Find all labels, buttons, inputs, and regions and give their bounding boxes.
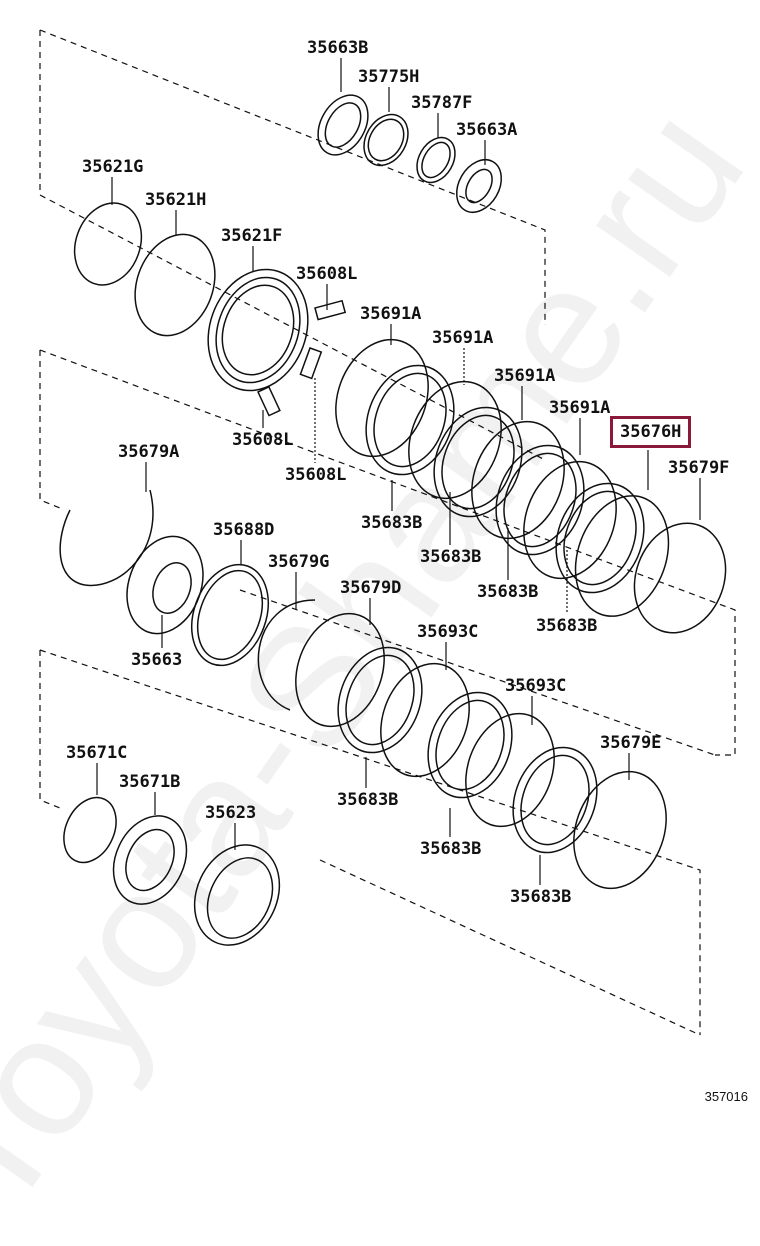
part-label[interactable]: 35683B (536, 616, 598, 636)
part-label[interactable]: 35671C (66, 743, 128, 763)
part-label[interactable]: 35683B (420, 839, 482, 859)
part-label[interactable]: 35623 (205, 803, 257, 823)
group-boundary-middle (39, 350, 61, 509)
part-label[interactable]: 35691A (549, 398, 611, 418)
part-label[interactable]: 35663A (456, 120, 518, 140)
part-label[interactable]: 35679D (340, 578, 402, 598)
part-label[interactable]: 35693C (505, 676, 567, 696)
part-label[interactable]: 35608L (232, 430, 294, 450)
part-label[interactable]: 35683B (510, 887, 572, 907)
part-label[interactable]: 35679F (668, 458, 730, 478)
part-label[interactable]: 35693C (417, 622, 479, 642)
part-label[interactable]: 35683B (477, 582, 539, 602)
figure-number: 357016 (704, 1089, 748, 1104)
part-label[interactable]: 35671B (119, 772, 181, 792)
part-label[interactable]: 35787F (411, 93, 473, 113)
part-label[interactable]: 35683B (361, 513, 423, 533)
group-boundary-bottom (39, 650, 61, 809)
part-label[interactable]: 35683B (420, 547, 482, 567)
part-label[interactable]: 35608L (285, 465, 347, 485)
highlighted-part-label[interactable]: 35676H (609, 416, 692, 448)
part-label[interactable]: 35679A (118, 442, 180, 462)
part-label[interactable]: 35621H (145, 190, 207, 210)
part-label[interactable]: 35621G (82, 157, 144, 177)
part-label[interactable]: 35691A (360, 304, 422, 324)
part-label[interactable]: 35691A (494, 366, 556, 386)
part-label[interactable]: 35663 (131, 650, 183, 670)
part-label[interactable]: 35679E (600, 733, 662, 753)
part-label[interactable]: 35663B (307, 38, 369, 58)
part-label[interactable]: 35683B (337, 790, 399, 810)
group-boundary-top (39, 30, 546, 461)
part-label[interactable]: 35688D (213, 520, 275, 540)
exploded-parts-diagram (39, 29, 736, 1036)
part-label[interactable]: 35775H (358, 67, 420, 87)
part-label[interactable]: 35621F (221, 226, 283, 246)
part-label[interactable]: 35691A (432, 328, 494, 348)
part-label[interactable]: 35608L (296, 264, 358, 284)
part-label[interactable]: 35679G (268, 552, 330, 572)
